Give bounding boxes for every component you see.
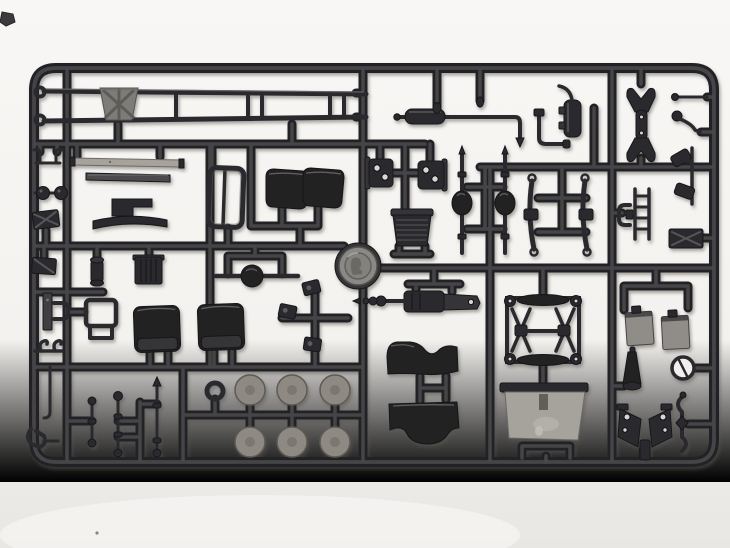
bent-rod: [42, 365, 52, 420]
pedal-pair: [670, 146, 696, 206]
leaf-spring: [578, 173, 594, 257]
exhaust-stack-cap: [432, 102, 442, 114]
steering-ring: [204, 380, 226, 402]
maker-medallion: [334, 242, 382, 290]
adjacent-sprue-fragment: [0, 11, 16, 27]
gearbox-assembly: [351, 290, 481, 313]
license-plate: [668, 228, 704, 249]
small-clamp: [52, 301, 70, 321]
wheel-disc: [276, 426, 308, 458]
spring-shackle-fork: [626, 87, 656, 163]
hood-half: [302, 167, 345, 209]
seat-back-frame: [83, 297, 119, 340]
seat-cushion: [196, 302, 246, 352]
medallion-relief: [350, 257, 363, 275]
fender: [386, 341, 459, 376]
leaf-spring: [523, 173, 539, 257]
horn-cone: [622, 346, 642, 391]
baluster-lever: [113, 391, 123, 458]
small-cylinder: [90, 256, 104, 287]
suspension-frame-assembly: [504, 294, 582, 366]
radiator-core: [390, 208, 434, 247]
tow-hook-pair: [33, 339, 64, 353]
running-board: [85, 172, 171, 183]
gauge-dial: [670, 355, 696, 381]
dust-speck: [95, 531, 99, 535]
windshield-frame: [205, 165, 247, 230]
baluster-lever: [152, 375, 162, 458]
cab-floor-plate: [499, 382, 589, 441]
battery-box: [132, 254, 165, 285]
wheel-disc: [234, 426, 266, 458]
door-panel: [624, 305, 655, 347]
axle-shaft: [494, 144, 516, 255]
wheel-disc: [234, 374, 266, 406]
wheel-disc: [319, 374, 351, 406]
door-panel: [660, 309, 691, 351]
license-plate: [31, 209, 61, 230]
v-mount-bracket: [616, 403, 673, 461]
knob-pair: [33, 186, 68, 200]
step-ladder-bracket: [624, 187, 651, 241]
side-plank: [42, 292, 53, 331]
engine-mount: [417, 158, 448, 192]
exhaust-stack-cap: [476, 96, 484, 108]
wheel-disc: [319, 426, 351, 458]
front-bumper: [92, 215, 168, 230]
step-bracket: [111, 198, 153, 217]
wheel-disc: [276, 374, 308, 406]
shift-lever-ball: [671, 110, 702, 134]
rear-axle-differential: [213, 264, 301, 288]
axle-shaft: [451, 144, 473, 255]
baluster-lever: [87, 396, 97, 448]
license-plate: [31, 256, 57, 276]
canister-muffler: [557, 84, 582, 138]
seat-cushion: [132, 304, 182, 354]
j-pipe: [533, 108, 571, 149]
c-clamp-hook: [26, 427, 60, 449]
tow-hook-pair: [32, 147, 64, 165]
fender: [388, 401, 460, 445]
background-light-patch: [0, 495, 520, 548]
engine-mount: [364, 156, 394, 190]
sprue: [26, 68, 714, 462]
headlamp-cluster: [277, 279, 322, 353]
starter-crank-rod: [671, 93, 709, 101]
s-curved-lever: [675, 391, 689, 453]
running-board: [69, 156, 185, 169]
chassis-ladder-frame: [33, 85, 369, 127]
wheel-discs: [234, 374, 351, 458]
